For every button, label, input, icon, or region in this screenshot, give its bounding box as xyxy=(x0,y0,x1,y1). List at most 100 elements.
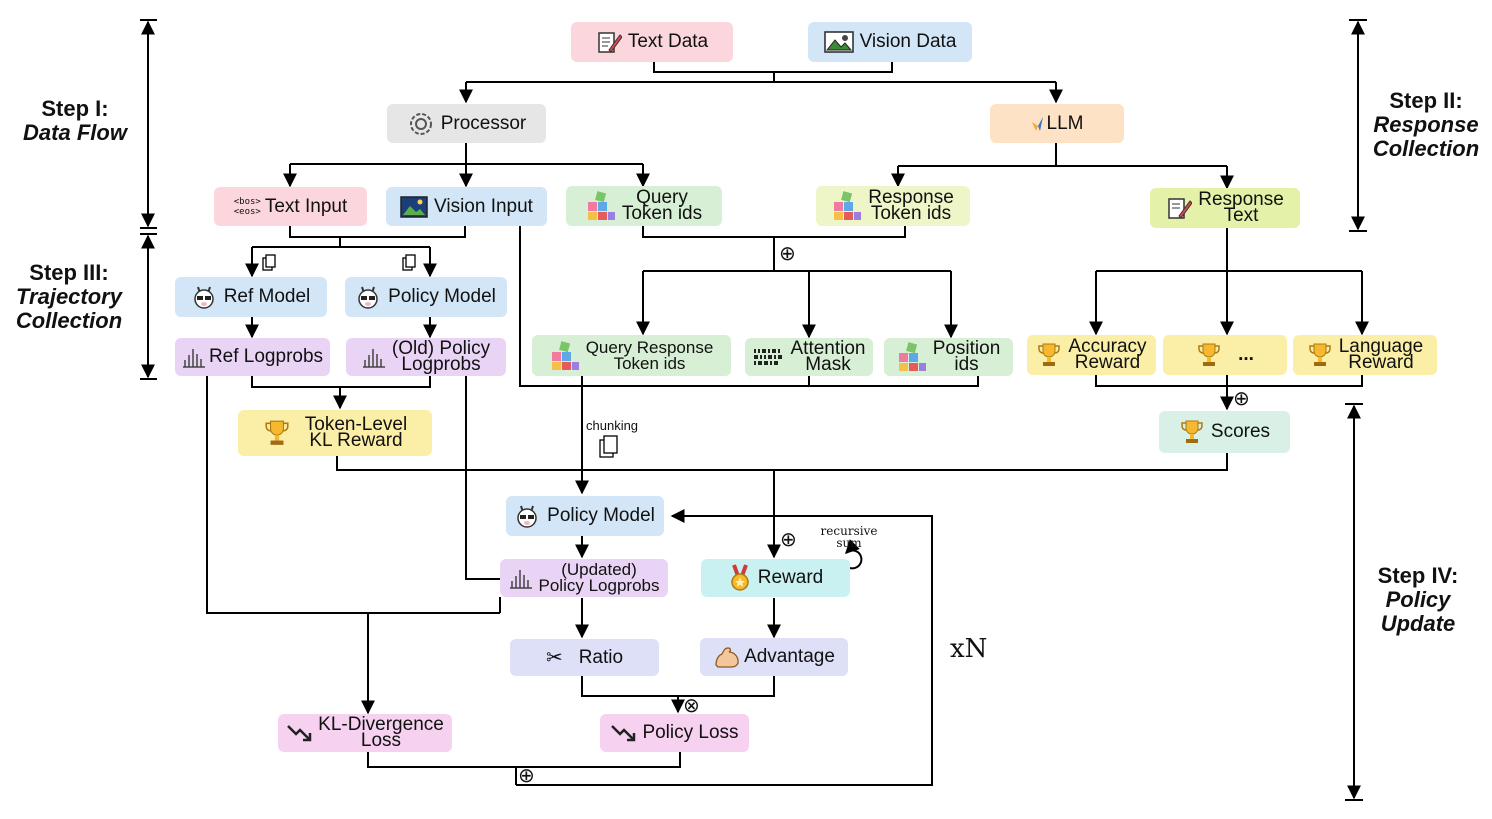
histogram-icon xyxy=(182,346,206,368)
kl-reward-line1: Token-Level xyxy=(304,414,408,435)
text-input-label: Text Input xyxy=(264,195,348,217)
vision-input-label: Vision Input xyxy=(434,195,533,217)
ref-logprobs-node: Ref Logprobs xyxy=(175,338,330,376)
letter-blocks-icon xyxy=(897,342,927,372)
accuracy-reward-line1: Accuracy xyxy=(1068,336,1147,357)
processor-label: Processor xyxy=(440,112,527,134)
reward-sum-symbol: ⊕ xyxy=(780,529,797,551)
text-data-label: Text Data xyxy=(627,31,709,52)
vllm-logo-icon xyxy=(1031,116,1045,132)
policy-loss-label: Policy Loss xyxy=(642,722,739,743)
vision-data-node: Vision Data xyxy=(808,22,972,62)
vision-data-label: Vision Data xyxy=(859,31,957,52)
ref-model-label: Ref Model xyxy=(223,286,311,307)
scores-label: Scores xyxy=(1210,421,1271,442)
chunking-label: chunking xyxy=(586,418,639,433)
attention-mask-line2: Mask xyxy=(805,354,851,375)
document-pencil-icon xyxy=(596,30,622,54)
scissors-icon: ✂ xyxy=(545,646,563,669)
ref-logprobs-label: Ref Logprobs xyxy=(208,346,324,367)
ellipsis-label: ... xyxy=(1238,344,1254,365)
policy-model-bottom-node: Policy Model xyxy=(506,496,664,536)
response-token-ids-line1: Response xyxy=(868,187,954,208)
other-reward-node: ... xyxy=(1163,335,1287,375)
trophy-icon xyxy=(1179,419,1205,445)
trend-down-icon xyxy=(286,722,312,744)
flexed-bicep-icon xyxy=(713,645,741,669)
vision-input-node: Vision Input xyxy=(386,187,547,226)
language-reward-line2: Reward xyxy=(1348,352,1414,373)
text-input-node: <bos><eos> Text Input xyxy=(214,187,367,226)
histogram-icon xyxy=(362,346,386,368)
updated-policy-logprobs-node: (Updated)Policy Logprobs xyxy=(500,559,668,597)
scores-node: Scores xyxy=(1159,411,1290,453)
response-text-line1: Response xyxy=(1198,189,1284,210)
trend-down-icon xyxy=(610,722,636,744)
language-reward-line1: Language xyxy=(1338,336,1424,357)
llama-icon xyxy=(192,284,218,310)
kl-loss-line2: Loss xyxy=(360,730,402,751)
ratio-node: ✂ Ratio xyxy=(510,639,659,676)
llama-icon xyxy=(356,284,382,310)
query-response-line1: Query Response xyxy=(585,337,714,357)
ratio-label: Ratio xyxy=(578,646,624,668)
query-response-line2: Token ids xyxy=(613,353,686,373)
kl-reward-line2: KL Reward xyxy=(309,430,403,451)
repeat-n-label: xN xyxy=(950,634,988,664)
llama-icon xyxy=(515,503,541,529)
updated-logprobs-line2: Policy Logprobs xyxy=(538,576,660,595)
position-ids-line2: ids xyxy=(954,354,979,375)
binary-mask-icon xyxy=(753,347,785,367)
advantage-label: Advantage xyxy=(744,646,835,667)
trophy-icon xyxy=(1196,342,1222,368)
gear-icon xyxy=(407,110,435,138)
ref-model-node: Ref Model xyxy=(175,277,327,317)
concat-symbol: ⊕ xyxy=(779,243,796,265)
trophy-icon xyxy=(1036,342,1062,368)
letter-blocks-icon xyxy=(586,191,616,221)
attention-mask-line1: Attention xyxy=(790,338,866,359)
text-data-node: Text Data xyxy=(571,22,733,62)
old-policy-logprobs-line2: Logprobs xyxy=(401,354,481,375)
step-1-label: Step I:Data Flow xyxy=(23,96,127,145)
sum-symbol: ⊕ xyxy=(1233,388,1250,410)
kl-loss-line1: KL-Divergence xyxy=(318,714,444,735)
response-text-line2: Text xyxy=(1223,205,1259,226)
policy-model-top-node: Policy Model xyxy=(345,277,507,317)
updated-logprobs-line1: (Updated) xyxy=(561,560,637,579)
loss-sum-symbol: ⊕ xyxy=(518,765,535,787)
multiply-symbol: ⊗ xyxy=(683,695,700,717)
recursive-arrow-icon xyxy=(845,539,863,570)
query-token-ids-line2: Token ids xyxy=(621,203,703,224)
picture-icon xyxy=(400,195,428,218)
accuracy-reward-line2: Reward xyxy=(1074,352,1141,373)
medal-icon xyxy=(728,564,752,592)
trophy-icon xyxy=(1307,342,1333,368)
processor-node: Processor xyxy=(387,104,546,143)
bos-eos-tokens: <bos><eos> xyxy=(233,196,261,217)
advantage-node: Advantage xyxy=(700,638,848,676)
document-pencil-icon xyxy=(1166,196,1193,220)
letter-blocks-icon xyxy=(550,340,580,371)
reward-label: Reward xyxy=(757,567,824,588)
histogram-icon xyxy=(509,567,533,589)
policy-model-top-label: Policy Model xyxy=(388,286,496,307)
policy-model-bottom-label: Policy Model xyxy=(547,505,655,526)
letter-blocks-icon xyxy=(832,191,862,221)
policy-loss-node: Policy Loss xyxy=(600,714,749,752)
